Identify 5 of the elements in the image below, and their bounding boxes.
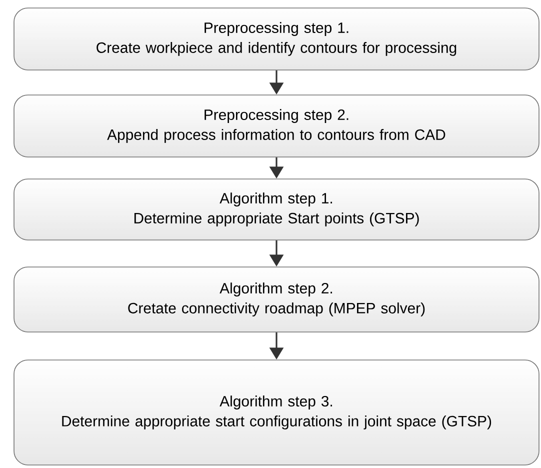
process-box: Preprocessing step 1. Create workpiece and identify contours for processing — [14, 8, 540, 70]
process-box: Algorithm step 3. Determine appropriate start configurations in joint space (GTSP) — [14, 360, 540, 466]
process-box: Algorithm step 1. Determine appropriate Start points (GTSP) — [14, 178, 540, 240]
process-box: Algorithm step 2. Cretate connectivity roadmap (MPEP solver) — [14, 266, 540, 332]
process-box: Preprocessing step 2. Append process information to contours from CAD — [14, 94, 540, 158]
